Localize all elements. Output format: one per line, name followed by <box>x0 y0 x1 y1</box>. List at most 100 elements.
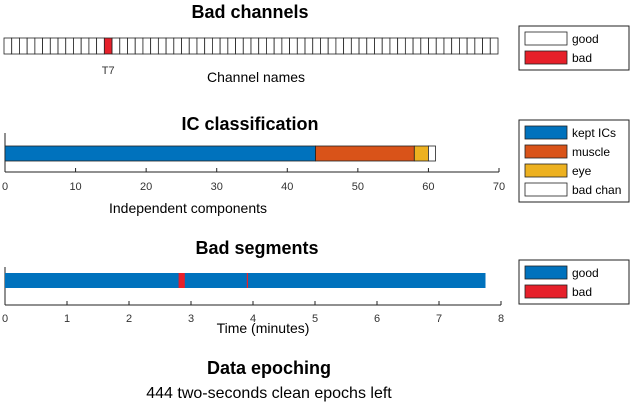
epoching-summary: 444 two-seconds clean epochs left <box>146 385 392 402</box>
time-tick-label: 6 <box>374 313 380 325</box>
channel-cell <box>73 37 82 55</box>
channel-cells <box>3 37 499 55</box>
ic-tick-label: 40 <box>281 181 293 193</box>
channel-cell <box>350 37 360 55</box>
bad-segments-legend: good bad <box>518 259 630 305</box>
channel-cell <box>111 37 121 55</box>
ic-segment-eye <box>413 145 429 162</box>
legend-swatch-bad-chan <box>524 182 568 197</box>
legend-label-muscle: muscle <box>572 145 610 159</box>
channel-cell <box>273 37 283 55</box>
legend-swatch-good <box>524 31 568 46</box>
channel-cell <box>459 37 468 55</box>
ic-segments <box>4 145 436 162</box>
channel-cell <box>389 37 399 55</box>
channel-cell <box>150 37 159 55</box>
channel-cell <box>343 37 352 55</box>
channel-cell <box>489 37 499 55</box>
channel-cell <box>96 37 105 55</box>
channel-cell <box>420 37 429 55</box>
bad-channels-panel: Bad channels T7 Channel names good bad <box>3 2 630 85</box>
ic-xlabel: Independent components <box>109 200 267 216</box>
channel-cell <box>320 37 329 55</box>
channel-cell <box>157 37 167 55</box>
channel-cell <box>451 37 460 55</box>
channel-cell <box>435 37 445 55</box>
channel-cell <box>181 37 190 55</box>
channel-cell <box>358 37 368 55</box>
channel-cell <box>227 37 236 55</box>
channel-cell <box>304 37 314 55</box>
legend-swatch-kept-ics <box>524 125 568 140</box>
channel-cell <box>19 37 28 55</box>
time-tick-label: 0 <box>2 313 8 325</box>
channel-cell <box>196 37 206 55</box>
channel-cell <box>397 37 406 55</box>
channel-cell <box>366 37 375 55</box>
channel-cell <box>219 37 229 55</box>
time-tick-label: 1 <box>64 313 70 325</box>
ic-tick-label: 20 <box>140 181 152 193</box>
channel-cell <box>327 37 337 55</box>
channel-cell <box>65 37 74 55</box>
bad-segment <box>246 273 249 288</box>
channel-cell <box>57 37 67 55</box>
ic-segment-bad-chan <box>428 145 436 162</box>
ic-segment-kept-ICs <box>4 145 316 162</box>
legend-swatch-muscle <box>524 144 568 159</box>
time-tick-label: 2 <box>126 313 132 325</box>
channel-cell <box>173 37 182 55</box>
time-tick-label: 7 <box>436 313 442 325</box>
channel-cell <box>127 37 136 55</box>
bad-segment <box>178 273 185 288</box>
channel-cell <box>88 37 98 55</box>
legend-label-good: good <box>572 266 599 280</box>
time-tick-label: 4 <box>250 313 256 325</box>
channel-cell <box>26 37 36 55</box>
epoching-section: Data epoching 444 two-seconds clean epoc… <box>146 358 392 402</box>
time-tick-label: 3 <box>188 313 194 325</box>
legend-swatch-bad <box>524 50 568 65</box>
bad-channels-legend: good bad <box>518 25 630 71</box>
channel-cell <box>204 37 213 55</box>
epoching-title: Data epoching <box>207 358 331 378</box>
ic-tick-label: 50 <box>352 181 364 193</box>
time-tick-label: 8 <box>498 313 504 325</box>
legend-swatch-eye <box>524 163 568 178</box>
bad-segments-title: Bad segments <box>195 238 318 258</box>
ic-legend: kept ICs muscle eye bad chan <box>518 119 630 203</box>
channel-cell <box>266 37 275 55</box>
channel-cell <box>474 37 483 55</box>
channel-cell-bad <box>103 37 113 55</box>
channel-cell <box>381 37 391 55</box>
legend-label-bad: bad <box>572 51 592 65</box>
channel-cell <box>80 37 90 55</box>
legend-label-bad: bad <box>572 285 592 299</box>
channel-cell <box>134 37 144 55</box>
channel-cell <box>212 37 221 55</box>
legend-label-kept-ics: kept ICs <box>572 126 616 140</box>
channel-cell <box>281 37 290 55</box>
ic-tick-label: 10 <box>69 181 81 193</box>
ic-segment-muscle <box>315 145 415 162</box>
legend-swatch-bad <box>524 284 568 299</box>
channel-cell <box>335 37 345 55</box>
channel-cell <box>49 37 59 55</box>
channel-cell <box>258 37 267 55</box>
channel-cell <box>374 37 383 55</box>
bad-channels-xlabel: Channel names <box>207 69 305 85</box>
bad-channel-label: T7 <box>102 65 115 77</box>
channel-cell <box>250 37 260 55</box>
channel-cell <box>428 37 437 55</box>
channel-cell <box>296 37 306 55</box>
legend-label-eye: eye <box>572 164 592 178</box>
channel-cell <box>42 37 51 55</box>
channel-cell <box>312 37 321 55</box>
channel-cell <box>404 37 414 55</box>
channel-cell <box>34 37 43 55</box>
